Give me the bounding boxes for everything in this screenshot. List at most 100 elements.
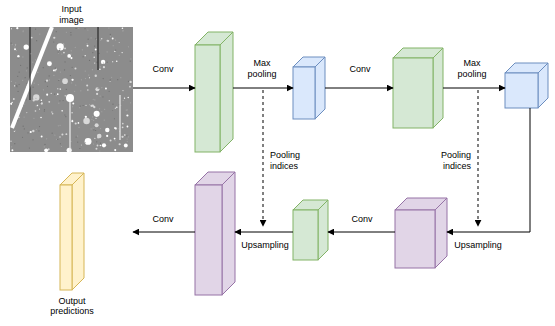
star-dot (122, 27, 124, 29)
operation-label: Conv (152, 214, 173, 225)
star-dot (83, 56, 84, 57)
star-dot (37, 72, 38, 73)
star-dot (115, 39, 116, 40)
flow-arrow (328, 232, 395, 233)
star-dot (66, 89, 67, 90)
star-dot (119, 143, 121, 145)
star-dot (71, 120, 73, 122)
star-dot (103, 66, 105, 68)
input-illustration (10, 27, 133, 153)
star-dot (122, 30, 123, 31)
star-dot (127, 126, 129, 128)
star-dot (110, 79, 111, 80)
star-dot (77, 136, 78, 137)
star-dot (112, 104, 113, 105)
star-dot (71, 50, 72, 51)
star-dot (29, 147, 30, 148)
output-cuboid: Output predictions (60, 173, 84, 290)
star-dot (44, 111, 45, 112)
star-dot (61, 53, 62, 54)
star-dot (70, 75, 71, 76)
star-dot (53, 75, 54, 76)
cuboid-front (293, 210, 318, 260)
cuboid-side (315, 57, 325, 119)
satellite-streak (12, 27, 52, 128)
star-dot (22, 31, 23, 32)
star-dot (101, 60, 105, 64)
node-caption: Output predictions (43, 296, 101, 317)
flow-arrow (325, 88, 393, 89)
star-dot (94, 62, 95, 63)
cuboid-side (318, 200, 328, 260)
star-dot (34, 83, 35, 84)
star-dot (59, 136, 60, 137)
star-dot (94, 57, 95, 58)
star-dot (101, 38, 103, 40)
operation-label: Upsampling (241, 240, 289, 251)
star-dot (74, 67, 76, 69)
star-dot (58, 51, 59, 52)
star-dot (72, 67, 73, 68)
star-dot (90, 37, 91, 38)
star-dot (59, 89, 60, 90)
star-dot (22, 80, 23, 81)
star-dot (44, 148, 48, 152)
feature-map-cuboid (195, 172, 235, 295)
star-dot (80, 105, 81, 106)
star-dot (32, 139, 33, 140)
star-dot (112, 61, 113, 62)
star-dot (26, 99, 27, 100)
star-dot (129, 86, 131, 88)
star-dot (95, 123, 99, 127)
operation-label: Upsampling (454, 240, 502, 251)
star-dot (82, 49, 83, 50)
star-dot (85, 138, 92, 145)
star-dot (39, 126, 40, 127)
input-image: Input image (10, 27, 133, 152)
star-dot (115, 127, 117, 129)
star-dot (79, 107, 80, 108)
star-dot (59, 125, 60, 126)
star-dot (36, 105, 37, 106)
star-dot (49, 79, 50, 80)
star-dot (63, 43, 64, 44)
star-dot (89, 104, 90, 105)
star-dot (92, 105, 94, 107)
star-dot (67, 148, 72, 153)
star-dot (114, 51, 115, 52)
star-dot (75, 28, 76, 29)
star-dot (53, 37, 55, 39)
star-dot (96, 62, 97, 63)
star-dot (127, 141, 128, 142)
star-dot (20, 65, 21, 66)
star-dot (59, 48, 60, 49)
star-dot (56, 31, 57, 32)
star-dot (54, 135, 55, 136)
star-dot (92, 127, 93, 128)
star-dot (23, 116, 24, 117)
star-dot (64, 61, 65, 62)
star-dot (11, 81, 12, 82)
star-dot (60, 71, 61, 72)
cuboid-front (60, 185, 72, 290)
star-dot (119, 55, 120, 56)
star-dot (110, 36, 111, 37)
star-dot (115, 140, 116, 141)
star-dot (35, 29, 36, 30)
star-dot (64, 114, 65, 115)
star-dot (36, 129, 37, 130)
cuboid-side (538, 63, 548, 108)
star-dot (32, 87, 33, 88)
star-dot (99, 53, 100, 54)
star-dot (47, 86, 48, 87)
star-dot (99, 150, 100, 151)
star-dot (14, 48, 16, 50)
star-dot (75, 137, 76, 138)
star-dot (58, 80, 59, 81)
star-dot (75, 47, 76, 48)
star-dot (118, 128, 119, 129)
star-dot (109, 91, 110, 92)
star-dot (85, 105, 86, 106)
star-dot (94, 111, 100, 117)
